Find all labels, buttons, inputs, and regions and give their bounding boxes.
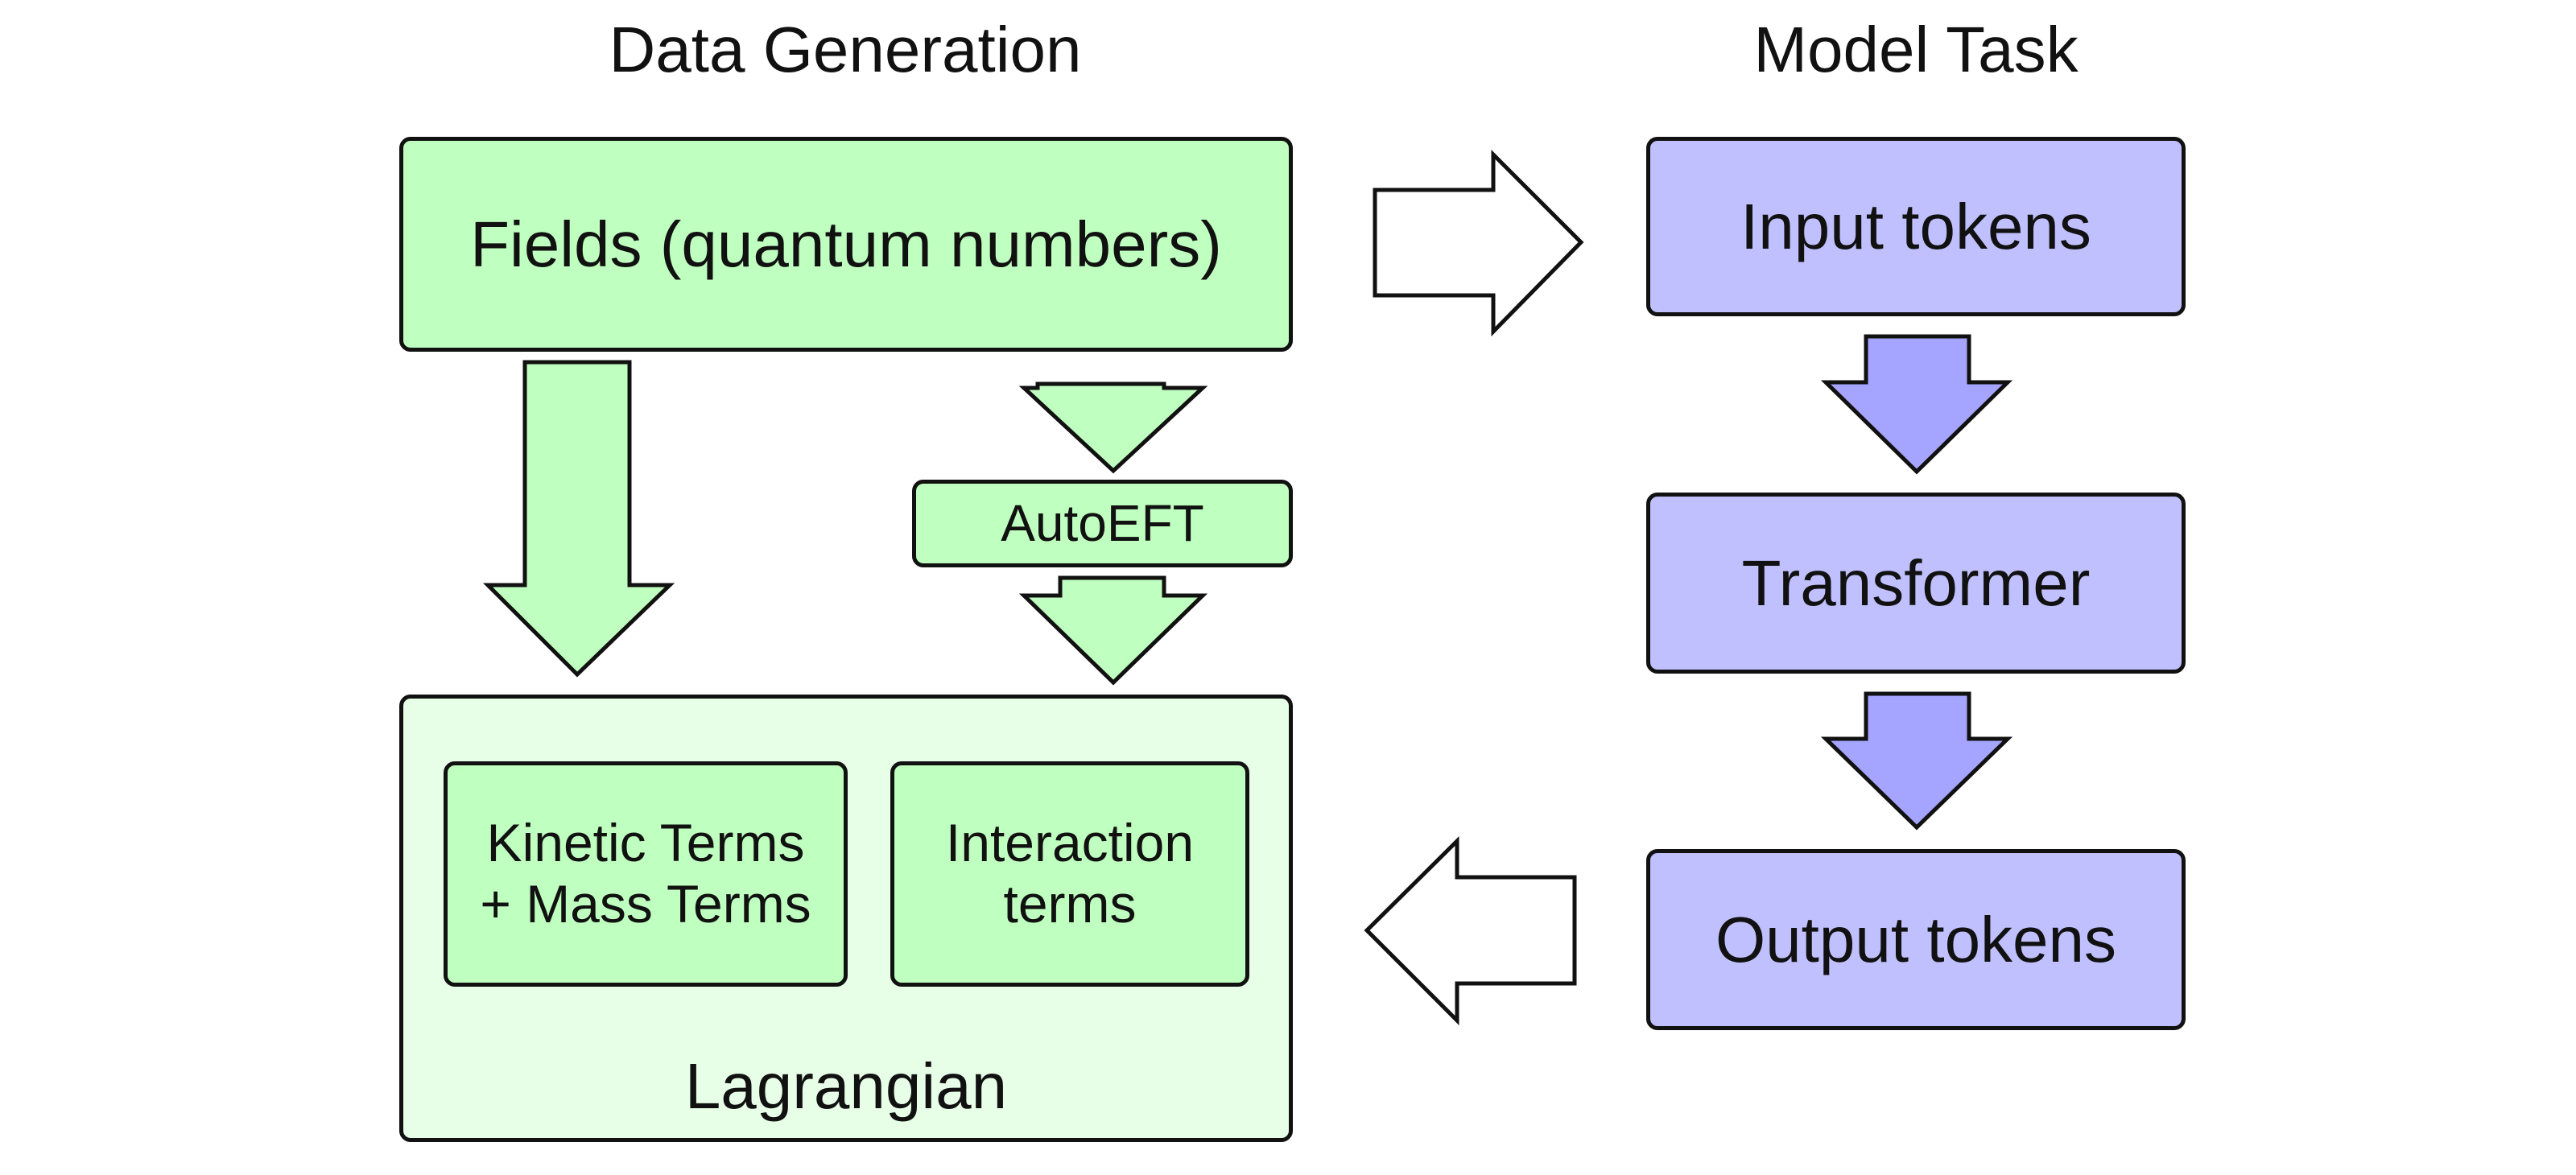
mass-terms-label: + Mass Terms (480, 874, 811, 934)
kinetic-terms-label: Kinetic Terms (486, 813, 805, 873)
interaction-terms-box: Interaction terms (890, 761, 1249, 987)
lagrangian-label: Lagrangian (684, 1050, 1008, 1122)
kinetic-mass-terms-box: Kinetic Terms + Mass Terms (444, 761, 848, 987)
transformer-to-output-arrow (1820, 691, 2013, 831)
input-tokens-label: Input tokens (1740, 190, 2091, 262)
transformer-label: Transformer (1741, 546, 2091, 619)
to-input-tokens-arrow (1373, 149, 1584, 337)
input-to-transformer-arrow (1820, 334, 2013, 475)
transformer-box: Transformer (1646, 493, 2186, 674)
output-tokens-label: Output tokens (1715, 903, 2117, 975)
fields-to-lagrangian-arrow (482, 360, 675, 678)
autoeft-box: AutoEFT (912, 480, 1293, 567)
heading-data-generation: Data Generation (609, 14, 1082, 85)
interaction-label: Interaction (945, 813, 1195, 873)
fields-box: Fields (quantum numbers) (399, 137, 1293, 352)
output-tokens-box: Output tokens (1646, 849, 2186, 1030)
heading-model-task: Model Task (1753, 14, 2079, 85)
autoeft-label: AutoEFT (1001, 493, 1204, 552)
fields-label: Fields (quantum numbers) (470, 208, 1222, 280)
autoeft-to-lagrangian-arrow (1018, 575, 1208, 686)
to-lagrangian-arrow (1364, 836, 1577, 1026)
terms-label: terms (1003, 874, 1137, 934)
input-tokens-box: Input tokens (1646, 137, 2186, 316)
fields-to-autoeft-arrow (1018, 381, 1208, 474)
